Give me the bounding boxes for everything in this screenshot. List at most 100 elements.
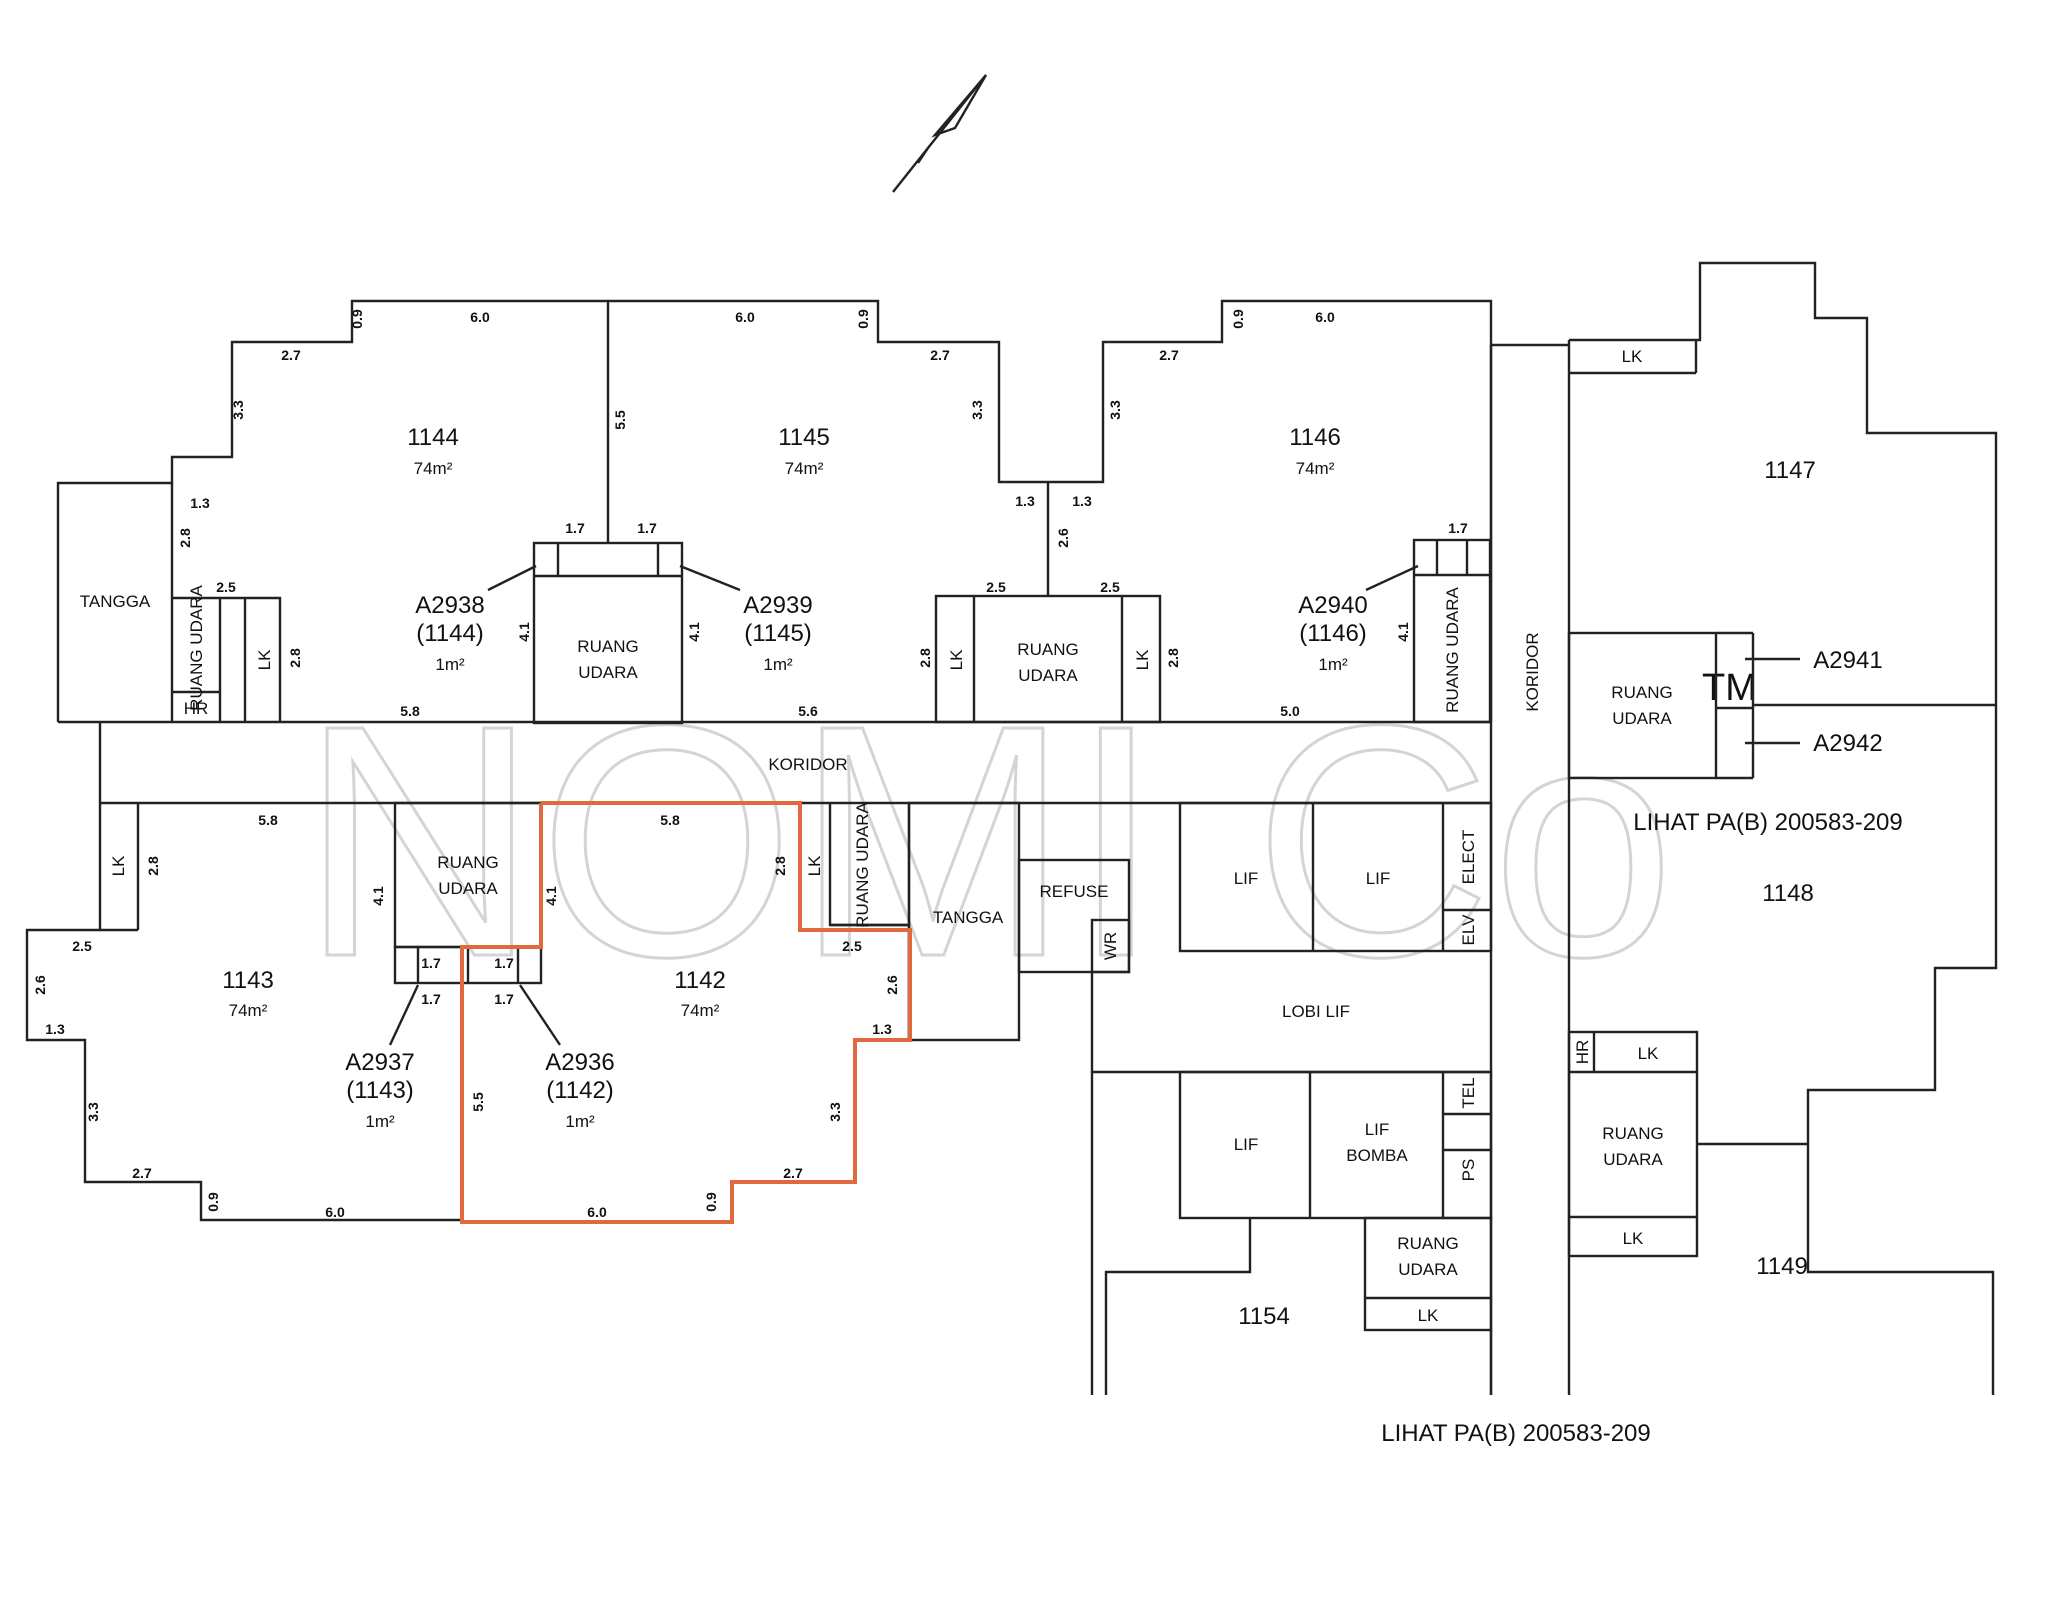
ruang-udara-1149-label-a: RUANG [1602, 1124, 1663, 1143]
lk-label: LK [1133, 649, 1152, 670]
dimension-label: 1.7 [494, 955, 514, 971]
tangga-top-label: TANGGA [80, 592, 151, 611]
dimension-label: 5.5 [470, 1092, 486, 1112]
svg-text:A2942: A2942 [1813, 730, 1882, 757]
dimension-label: 1.3 [872, 1021, 892, 1037]
dimension-label: 0.9 [205, 1192, 221, 1212]
dimension-label: 0.9 [349, 309, 365, 329]
lk-label: LK [947, 649, 966, 670]
dimension-label: 2.7 [132, 1165, 152, 1181]
refuse-label: REFUSE [1040, 882, 1109, 901]
unit-1148-number: 1148 [1762, 880, 1814, 907]
dimension-labels: 6.0 6.0 6.0 2.7 2.7 2.7 1.3 1.3 1.3 1.7 … [32, 309, 1468, 1220]
reference-note-bottom: LIHAT PA(B) 200583-209 [1381, 1420, 1650, 1447]
dimension-label: 0.9 [1230, 309, 1246, 329]
dimension-label: 4.1 [543, 886, 559, 906]
dimension-label: 6.0 [1315, 309, 1335, 325]
dimension-label: 3.3 [969, 400, 985, 420]
dimension-label: 5.8 [400, 703, 420, 719]
dimension-label: 1.7 [421, 955, 441, 971]
dimension-label: 2.8 [177, 528, 193, 548]
accessory-a2939: A2939 (1145) 1m² [679, 564, 813, 674]
dimension-label: 6.0 [470, 309, 490, 325]
dimension-label: 6.0 [325, 1204, 345, 1220]
lk-label: LK [1638, 1044, 1659, 1063]
dimension-label: 1.3 [45, 1021, 65, 1037]
wr-label: WR [1101, 932, 1120, 960]
unit-1144-number: 1144 [407, 424, 459, 451]
dimension-label: 5.8 [258, 812, 278, 828]
ruang-udara-mid-label-b: UDARA [1018, 666, 1078, 685]
svg-text:(1145): (1145) [744, 620, 812, 647]
lk-label: LK [805, 855, 824, 876]
dimension-label: 1.7 [1448, 520, 1468, 536]
svg-text:A2937: A2937 [345, 1049, 414, 1076]
ruang-udara-vertical-1142: RUANG UDARA [853, 802, 872, 928]
svg-text:A2941: A2941 [1813, 647, 1882, 674]
ruang-udara-1144-label-a: RUANG [577, 637, 638, 656]
svg-text:(1146): (1146) [1299, 620, 1367, 647]
ruang-udara-1149-label-b: UDARA [1603, 1150, 1663, 1169]
unit-1142-boundary [460, 801, 912, 1224]
lif-bomba-label-a: LIF [1365, 1120, 1390, 1139]
north-arrow-icon [892, 74, 988, 193]
elv-label: ELV [1459, 914, 1478, 946]
ruang-udara-1154-label-a: RUANG [1397, 1234, 1458, 1253]
dimension-label: 5.0 [1280, 703, 1300, 719]
walls [25, 261, 1998, 1395]
watermark: NOMI Co [300, 656, 1675, 1025]
dimension-label: 5.8 [660, 812, 680, 828]
svg-text:1m²: 1m² [565, 1112, 595, 1131]
ruang-udara-1154-label-b: UDARA [1398, 1260, 1458, 1279]
svg-text:A2940: A2940 [1298, 592, 1367, 619]
dimension-label: 3.3 [827, 1102, 843, 1122]
accessory-a2938: A2938 (1144) 1m² [415, 564, 537, 674]
dimension-label: 3.3 [1107, 400, 1123, 420]
koridor-label: KORIDOR [768, 755, 847, 774]
lk-label: LK [1622, 347, 1643, 366]
lobi-lif-label: LOBI LIF [1282, 1002, 1350, 1021]
ruang-udara-1147-label-b: UDARA [1612, 709, 1672, 728]
lif-label: LIF [1234, 1135, 1259, 1154]
unit-1147-number: 1147 [1764, 457, 1816, 484]
dimension-label: 2.6 [32, 975, 48, 995]
unit-1154-number: 1154 [1238, 1303, 1290, 1330]
dimension-label: 0.9 [703, 1192, 719, 1212]
ruang-udara-vertical-left: RUANG UDARA [187, 585, 206, 711]
dimension-label: 6.0 [587, 1204, 607, 1220]
svg-text:A2939: A2939 [743, 592, 812, 619]
dimension-label: 1.3 [1072, 493, 1092, 509]
unit-1149-number: 1149 [1756, 1253, 1808, 1280]
dimension-label: 1.7 [637, 520, 657, 536]
svg-text:1m²: 1m² [1318, 655, 1348, 674]
ruang-udara-1143-label-a: RUANG [437, 853, 498, 872]
lk-label: LK [1418, 1306, 1439, 1325]
dimension-label: 2.8 [772, 856, 788, 876]
unit-1142-area: 74m² [681, 1001, 720, 1020]
elect-label: ELECT [1459, 830, 1478, 885]
dimension-label: 2.5 [216, 579, 236, 595]
ruang-udara-mid-label-a: RUANG [1017, 640, 1078, 659]
lk-label: LK [255, 649, 274, 670]
accessory-a2937: A2937 (1143) 1m² [345, 984, 420, 1131]
dimension-label: 2.7 [783, 1165, 803, 1181]
dimension-label: 2.6 [884, 975, 900, 995]
ruang-udara-vertical-1146: RUANG UDARA [1443, 587, 1462, 713]
dimension-label: 2.7 [281, 347, 301, 363]
ruang-udara-1144-label-b: UDARA [578, 663, 638, 682]
wall-top-block [56, 299, 1493, 722]
lif-label: LIF [1366, 869, 1391, 888]
unit-1145-area: 74m² [785, 459, 824, 478]
dimension-label: 4.1 [1395, 622, 1411, 642]
accessory-a2940: A2940 (1146) 1m² [1298, 564, 1419, 674]
dimension-label: 2.5 [842, 938, 862, 954]
dimension-label: 2.7 [930, 347, 950, 363]
dimension-label: 2.5 [986, 579, 1006, 595]
watermark-tm: TM [1702, 667, 1757, 709]
dimension-label: 2.8 [287, 648, 303, 668]
svg-text:A2936: A2936 [545, 1049, 614, 1076]
lif-label: LIF [1234, 869, 1259, 888]
svg-text:1m²: 1m² [763, 655, 793, 674]
dimension-label: 2.8 [145, 856, 161, 876]
